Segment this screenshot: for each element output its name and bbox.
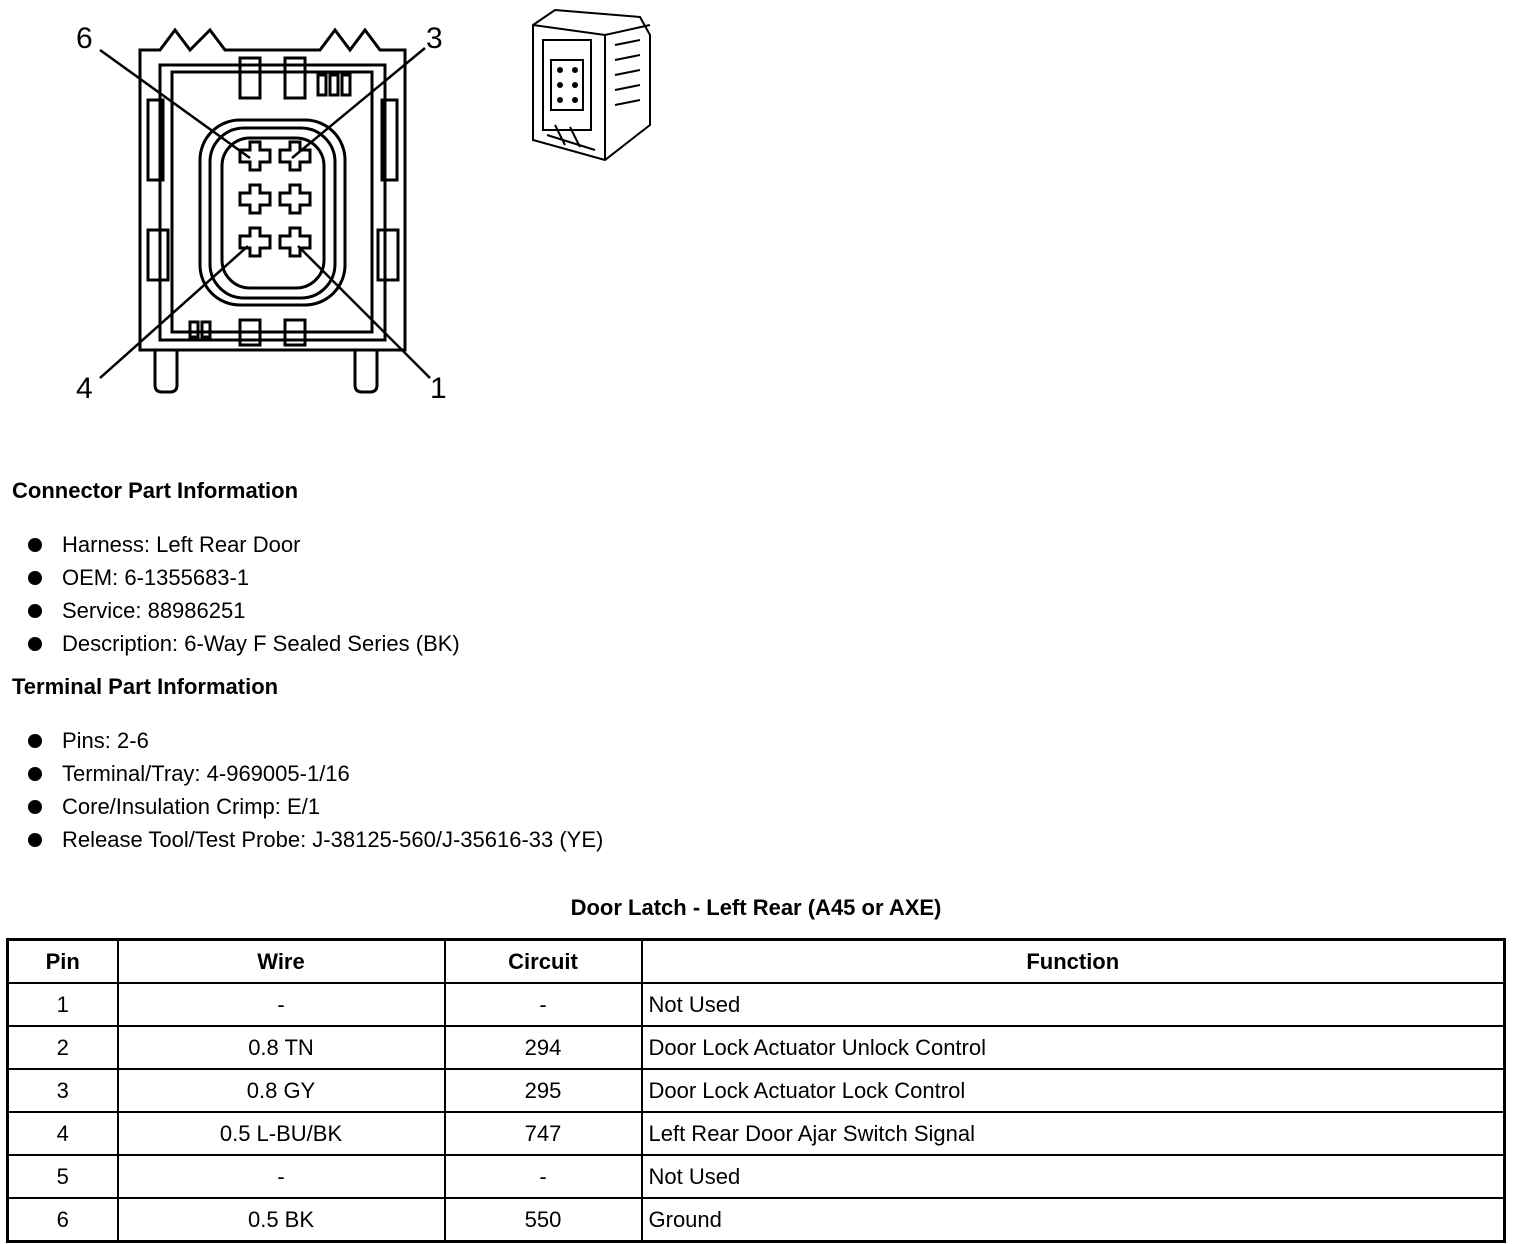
list-item: OEM: 6-1355683-1 — [28, 561, 460, 594]
terminal-info-title: Terminal Part Information — [12, 674, 279, 699]
table-row: 4 0.5 L-BU/BK 747 Left Rear Door Ajar Sw… — [6, 1111, 1506, 1156]
header-function: Function — [640, 938, 1506, 984]
list-item-text: Pins: 2-6 — [62, 728, 149, 753]
list-item: Pins: 2-6 — [28, 724, 603, 757]
cell-circuit: 295 — [443, 1068, 643, 1113]
cell-wire: 0.5 L-BU/BK — [116, 1111, 446, 1156]
bullet-icon — [28, 603, 42, 618]
cell-circuit: - — [443, 982, 643, 1027]
header-wire: Wire — [116, 938, 446, 984]
list-item: Terminal/Tray: 4-969005-1/16 — [28, 757, 603, 790]
list-item-text: Terminal/Tray: 4-969005-1/16 — [62, 761, 350, 786]
cell-pin: 5 — [6, 1154, 119, 1199]
cell-pin: 1 — [6, 982, 119, 1027]
cell-pin: 2 — [6, 1025, 119, 1070]
bullet-icon — [28, 799, 42, 814]
cell-function: Ground — [640, 1197, 1506, 1243]
cell-wire: 0.5 BK — [116, 1197, 446, 1243]
cell-circuit: - — [443, 1154, 643, 1199]
cell-function: Left Rear Door Ajar Switch Signal — [640, 1111, 1506, 1156]
pin-table: Pin Wire Circuit Function 1 - - Not Used… — [6, 938, 1506, 1243]
cell-wire: 0.8 GY — [116, 1068, 446, 1113]
table-row: 2 0.8 TN 294 Door Lock Actuator Unlock C… — [6, 1025, 1506, 1070]
table-row: 1 - - Not Used — [6, 982, 1506, 1027]
cell-pin: 6 — [6, 1197, 119, 1243]
pin-label-4: 4 — [76, 372, 93, 405]
list-item: Harness: Left Rear Door — [28, 528, 460, 561]
terminal-info-list: Pins: 2-6 Terminal/Tray: 4-969005-1/16 C… — [28, 724, 603, 856]
cell-circuit: 294 — [443, 1025, 643, 1070]
cell-pin: 4 — [6, 1111, 119, 1156]
cell-function: Not Used — [640, 1154, 1506, 1199]
pin-table-title: Door Latch - Left Rear (A45 or AXE) — [570, 895, 942, 920]
header-pin: Pin — [6, 938, 119, 984]
bullet-icon — [28, 766, 42, 781]
connector-info-list: Harness: Left Rear Door OEM: 6-1355683-1… — [28, 528, 460, 660]
list-item-text: Release Tool/Test Probe: J-38125-560/J-3… — [62, 827, 604, 852]
pin-label-1: 1 — [430, 372, 447, 405]
list-item: Description: 6-Way F Sealed Series (BK) — [28, 627, 460, 660]
cell-circuit: 550 — [443, 1197, 643, 1243]
bullet-icon — [28, 832, 42, 847]
cell-function: Not Used — [640, 982, 1506, 1027]
connector-face-diagram: 6 3 4 1 — [76, 22, 447, 405]
list-item-text: Description: 6-Way F Sealed Series (BK) — [62, 631, 460, 656]
list-item: Release Tool/Test Probe: J-38125-560/J-3… — [28, 823, 603, 856]
list-item-text: OEM: 6-1355683-1 — [62, 565, 250, 590]
list-item: Service: 88986251 — [28, 594, 460, 627]
header-circuit: Circuit — [443, 938, 643, 984]
table-row: 6 0.5 BK 550 Ground — [6, 1197, 1506, 1243]
list-item: Core/Insulation Crimp: E/1 — [28, 790, 603, 823]
connector-isometric-illustration — [532, 8, 651, 162]
bullet-icon — [28, 570, 42, 585]
bullet-icon — [28, 537, 42, 552]
list-item-text: Harness: Left Rear Door — [62, 532, 301, 557]
cell-pin: 3 — [6, 1068, 119, 1113]
bullet-icon — [28, 733, 42, 748]
cell-circuit: 747 — [443, 1111, 643, 1156]
list-item-text: Service: 88986251 — [62, 598, 246, 623]
cell-wire: - — [116, 1154, 446, 1199]
cell-function: Door Lock Actuator Unlock Control — [640, 1025, 1506, 1070]
bullet-icon — [28, 636, 42, 651]
cell-function: Door Lock Actuator Lock Control — [640, 1068, 1506, 1113]
list-item-text: Core/Insulation Crimp: E/1 — [62, 794, 320, 819]
pin-label-6: 6 — [76, 22, 93, 55]
connector-info-title: Connector Part Information — [12, 478, 299, 503]
cell-wire: 0.8 TN — [116, 1025, 446, 1070]
pin-label-3: 3 — [426, 22, 443, 55]
table-row: 5 - - Not Used — [6, 1154, 1506, 1199]
table-header-row: Pin Wire Circuit Function — [6, 938, 1506, 984]
cell-wire: - — [116, 982, 446, 1027]
table-row: 3 0.8 GY 295 Door Lock Actuator Lock Con… — [6, 1068, 1506, 1113]
